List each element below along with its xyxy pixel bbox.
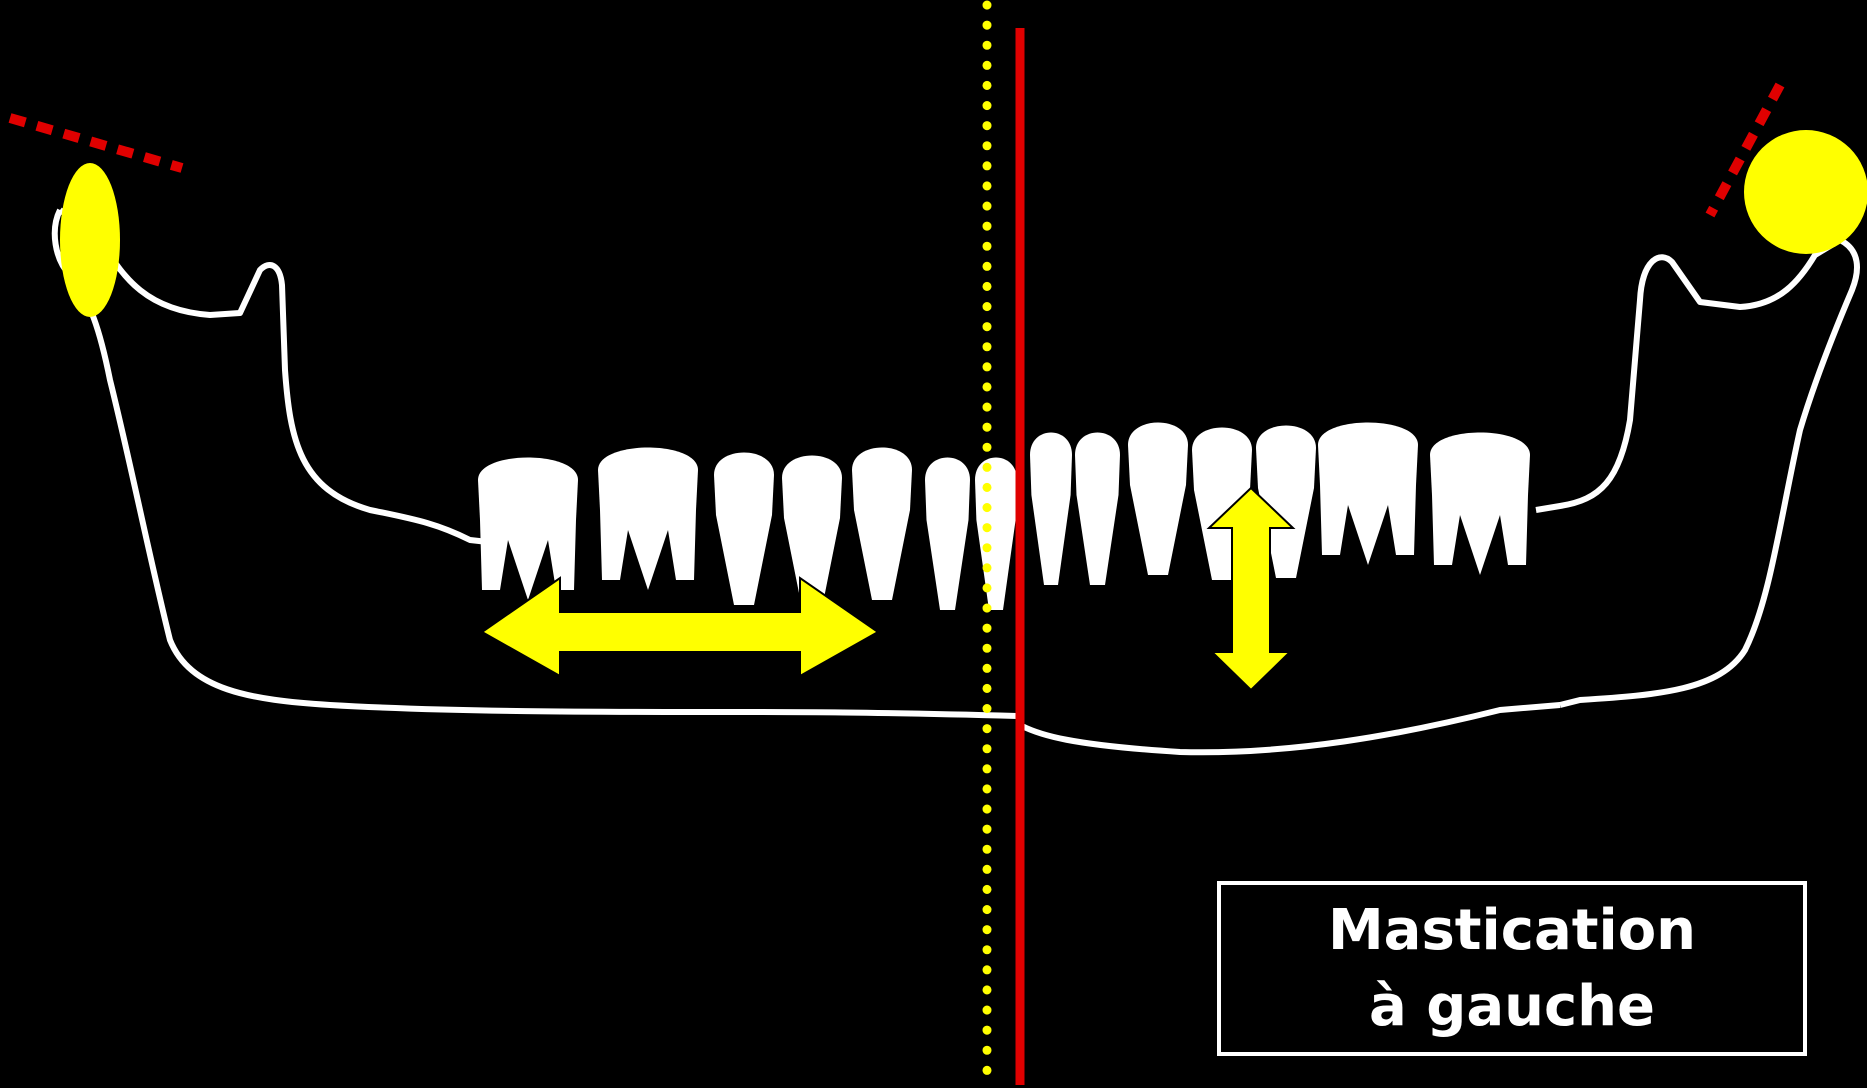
tooth-premolar-left-2	[714, 453, 774, 606]
mandible-ramus-left	[60, 210, 488, 542]
vertical-double-arrow-icon	[1209, 488, 1293, 690]
mandible-outline-right	[1022, 705, 1560, 752]
tooth-molar-right-2	[1430, 433, 1530, 576]
right-condyle-icon	[1744, 130, 1867, 254]
caption-box: Mastication à gauche	[1217, 881, 1807, 1056]
tooth-canine-right	[1128, 423, 1188, 576]
tooth-incisor-right-1	[1030, 433, 1072, 586]
tooth-incisor-left-2	[925, 458, 970, 611]
mandible-ramus-right	[1536, 240, 1857, 705]
tooth-molar-left-3	[478, 458, 578, 601]
horizontal-double-arrow-icon	[482, 578, 878, 676]
left-condyle-axis	[10, 118, 182, 168]
tooth-molar-left-2	[598, 448, 698, 591]
teeth-row	[478, 423, 1530, 611]
caption-line-2: à gauche	[1369, 969, 1655, 1045]
tooth-molar-right-1	[1318, 423, 1418, 566]
tooth-incisor-right-2	[1075, 433, 1120, 586]
tooth-incisor-left-1	[975, 458, 1017, 611]
caption-line-1: Mastication	[1328, 893, 1696, 969]
tooth-canine-left	[852, 448, 912, 601]
left-condyle-icon	[60, 163, 120, 317]
